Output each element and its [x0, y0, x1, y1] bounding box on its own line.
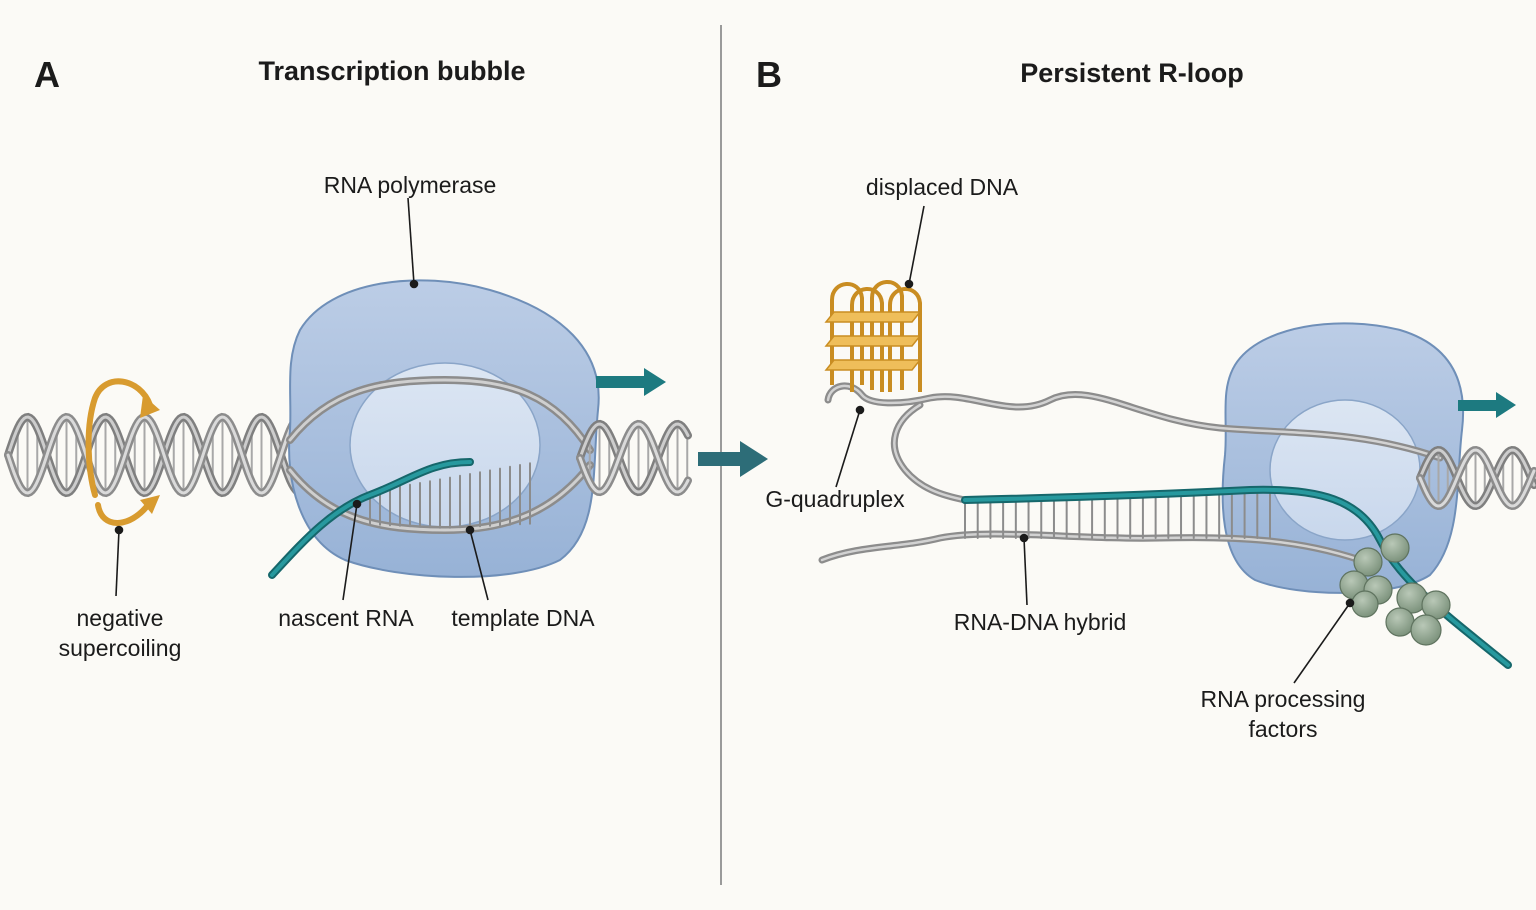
label-nascent-rna: nascent RNA — [278, 605, 414, 631]
label-rna-processing: RNA processing — [1200, 686, 1366, 712]
label-rna-polymerase: RNA polymerase — [323, 172, 497, 198]
dna-helix-left — [4, 412, 304, 498]
label-supercoiling: supercoiling — [58, 635, 182, 661]
transcription-bubble — [286, 375, 594, 535]
panel-b-letter: B — [756, 54, 782, 95]
label-template-dna: template DNA — [451, 605, 595, 631]
circular-arrow-icon — [85, 378, 160, 526]
nascent-rna-a — [268, 458, 474, 579]
label-rna-dna-hybrid: RNA-DNA hybrid — [953, 609, 1127, 635]
template-dna-strand-b — [818, 489, 1364, 564]
label-factors: factors — [1248, 716, 1318, 742]
panel-b-title: Persistent R-loop — [1020, 58, 1244, 88]
label-displaced-dna: displaced DNA — [865, 174, 1019, 200]
right-arrow-icon — [1458, 392, 1516, 418]
leader-lines-a — [114, 197, 489, 601]
rna-processing-factors — [1339, 533, 1451, 646]
label-negative: negative — [76, 605, 164, 631]
displaced-dna-strand — [824, 382, 1444, 504]
transition-arrow-icon — [698, 441, 768, 477]
panel-a-letter: A — [34, 54, 60, 95]
panel-a-title: Transcription bubble — [258, 56, 526, 86]
g-quadruplex-structure — [824, 280, 922, 392]
dna-helix-right-a — [576, 419, 692, 497]
dna-helix-right-b — [1416, 445, 1536, 511]
right-arrow-icon — [596, 368, 666, 396]
label-g-quadruplex: G-quadruplex — [765, 486, 905, 512]
leader-lines-b — [835, 205, 1355, 684]
